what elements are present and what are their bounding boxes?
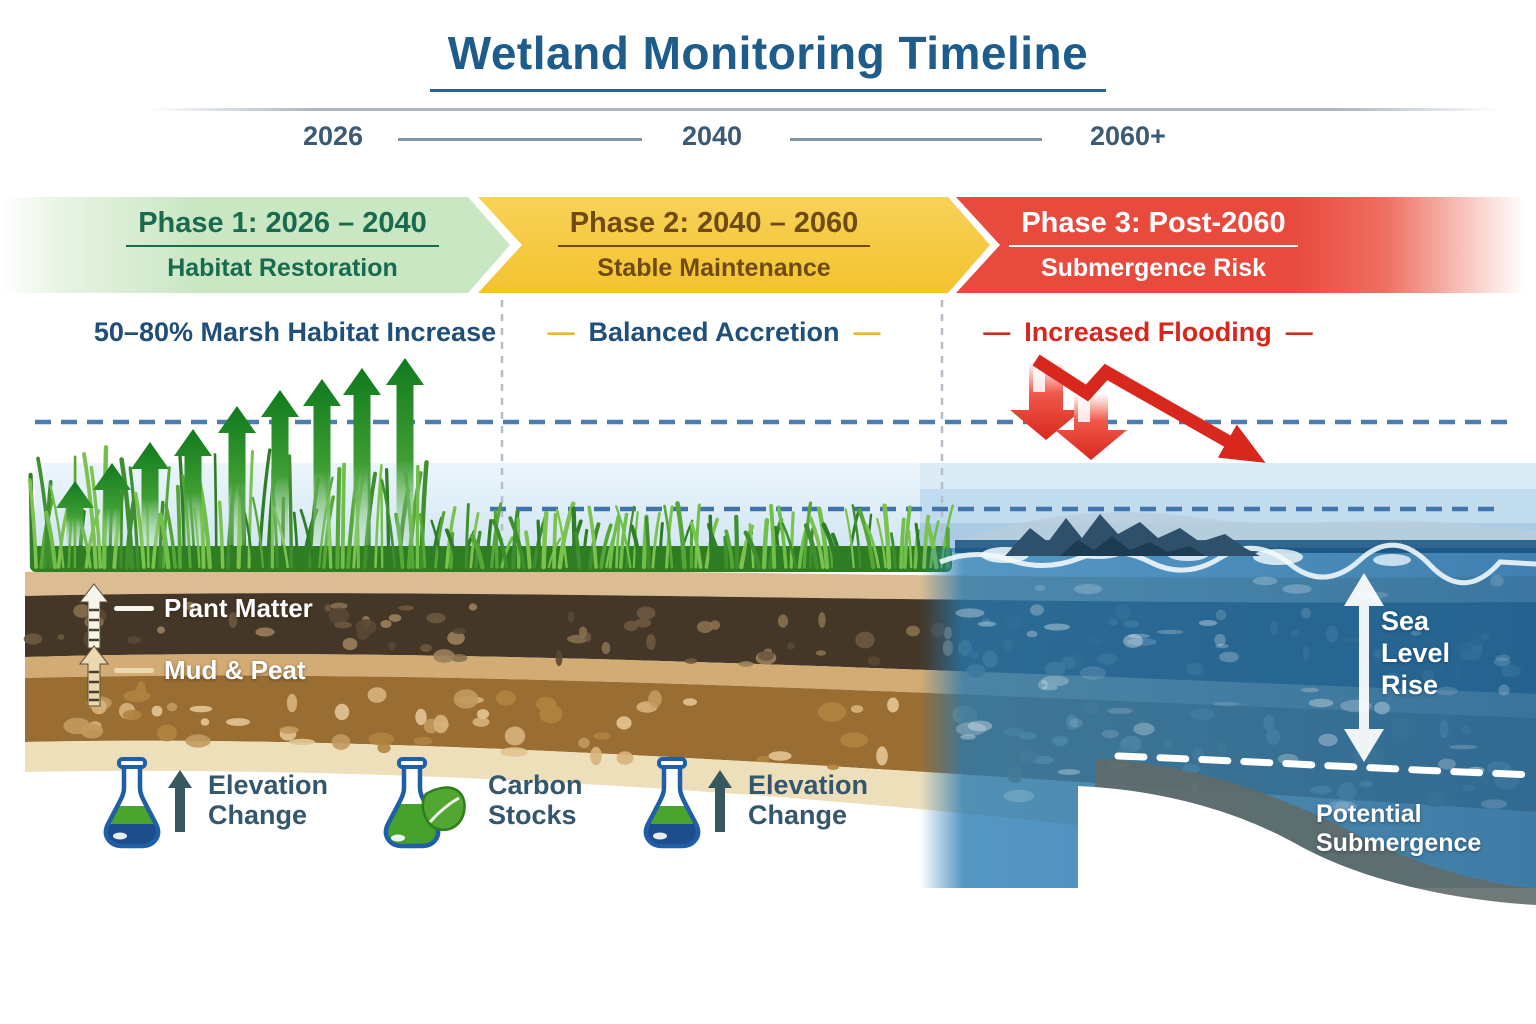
phase2-subtitle: Stable Maintenance (597, 254, 831, 282)
mud-peat-ruler-icon (78, 645, 154, 707)
shoreline-rocks (1005, 514, 1260, 556)
phase3-annotation: — Increased Flooding — (983, 317, 1313, 347)
legend-item-elevation-change: Elevation Change (640, 756, 913, 852)
timeline-connector (790, 138, 1042, 141)
plant-matter-label: Plant Matter (164, 593, 313, 623)
phase2-title: Phase 2: 2040 – 2060 (557, 207, 871, 247)
up-arrow-icon (168, 770, 192, 832)
phase1-annotation: 50–80% Marsh Habitat Increase (93, 317, 497, 347)
up-arrow-icon (708, 770, 732, 832)
header-divider (150, 108, 1500, 111)
phase1-banner: Phase 1: 2026 – 2040 Habitat Restoration (0, 197, 510, 293)
decline-trend-arrow (1032, 354, 1266, 463)
yellow-dash-icon: — (547, 317, 575, 347)
phase-separator-dashed-lines (500, 300, 944, 566)
timeline-connector (398, 138, 642, 141)
flask-up-arrow-icon (643, 757, 732, 849)
underwater-sediment-speckles (955, 575, 1511, 815)
phase2-annotation: — Balanced Accretion — (547, 317, 881, 347)
legend-label: Carbon Stocks (488, 770, 583, 831)
habitat-growth-arrows (56, 358, 424, 545)
phase3-subtitle: Submergence Risk (1040, 254, 1267, 282)
flask-up-arrow-icon (103, 757, 192, 849)
submergence-dashed-line (1114, 752, 1536, 779)
timeline-year-2026: 2026 (303, 121, 364, 151)
legend-label: Elevation Change (748, 770, 869, 831)
red-dash-icon: — (983, 317, 1011, 347)
phase2-banner: Phase 2: 2040 – 2060 Stable Maintenance (478, 197, 990, 293)
header: Wetland Monitoring Timeline (0, 26, 1536, 92)
sea-level-rise-label: Sea Level Rise (1381, 606, 1451, 700)
legend-label: Elevation Change (208, 770, 329, 831)
timeline-year-2060: 2060+ (1090, 121, 1166, 151)
legend-item-carbon-stocks: Carbon Stocks (380, 756, 653, 852)
sea-level-rise-arrow (1344, 573, 1384, 762)
yellow-dash-icon: — (853, 317, 881, 347)
bottom-white-curve (1078, 786, 1536, 1024)
mud-peat-label: Mud & Peat (164, 655, 306, 685)
phase3-title: Phase 3: Post-2060 (1009, 207, 1298, 247)
page-title: Wetland Monitoring Timeline (429, 26, 1107, 92)
potential-submergence-label: Potential Submergence (1316, 800, 1482, 857)
phase1-title: Phase 1: 2026 – 2040 (126, 207, 439, 247)
legend-item-elevation-change: Elevation Change (100, 756, 373, 852)
flooding-down-arrows (1010, 362, 1127, 460)
phase3-banner: Phase 3: Post-2060 Submergence Risk (956, 197, 1536, 293)
red-dash-icon: — (1285, 317, 1313, 347)
phase1-subtitle: Habitat Restoration (167, 254, 398, 282)
shoreline-rocks-dark (1060, 536, 1205, 556)
plant-matter-ruler-icon (78, 583, 154, 649)
timeline-year-2040: 2040 (682, 121, 743, 151)
flask-leaf-icon (383, 757, 466, 849)
